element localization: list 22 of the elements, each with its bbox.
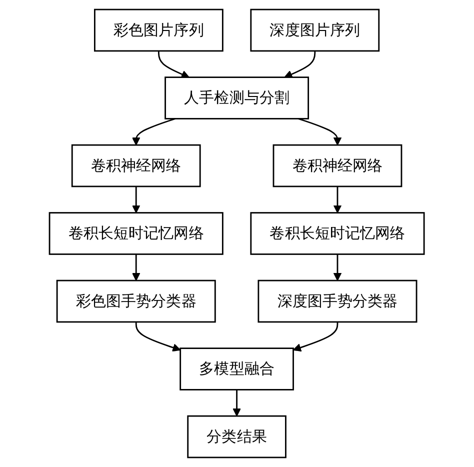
arrow [158,50,190,78]
node-box: 多模型融合 [180,348,294,390]
node-box: 深度图片序列 [250,8,380,52]
node-box: 人手检测与分割 [164,76,310,120]
node-box: 深度图手势分类器 [258,280,418,323]
arrow [232,390,242,416]
arrow [334,186,342,214]
arrow [334,254,342,281]
arrow [293,322,338,352]
node-box: 卷积长短时记忆网络 [250,212,425,255]
node-box: 卷积神经网络 [72,144,201,188]
arrow [284,50,316,78]
arrow [132,254,140,281]
node-box: 彩色图片序列 [94,8,224,52]
arrow [136,322,181,352]
node-box: 分类结果 [187,415,287,458]
node-box: 卷积长短时记忆网络 [49,212,224,255]
arrow [132,118,176,146]
arrow [132,186,140,214]
node-box: 彩色图手势分类器 [56,280,216,323]
node-box: 卷积神经网络 [273,144,402,188]
arrow [298,118,342,146]
